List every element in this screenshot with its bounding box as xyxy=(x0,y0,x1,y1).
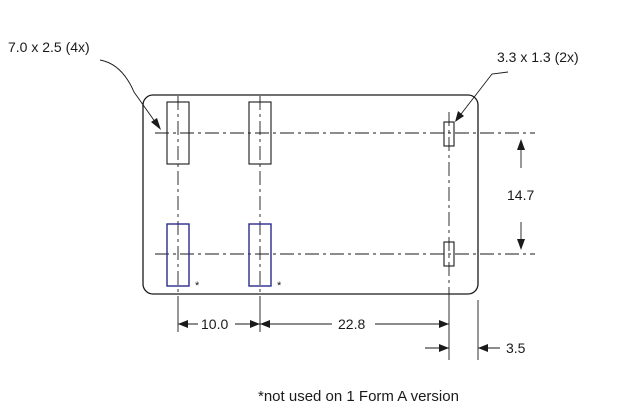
offset-arrow-right xyxy=(478,344,488,352)
small-pad-leader-arrow xyxy=(455,111,464,122)
large-pad-bottom-middle xyxy=(248,223,272,287)
asterisk-pad-left: * xyxy=(195,280,200,292)
large-pad-size-label: 7.0 x 2.5 (4x) xyxy=(8,39,90,55)
vertical-dim-arrow-bottom xyxy=(517,239,525,250)
small-pad-leader-line xyxy=(457,71,509,119)
vertical-dim-arrow-top xyxy=(517,139,525,150)
pitch-1-arrow-left xyxy=(178,320,188,328)
pitch-1-label: 10.0 xyxy=(201,316,228,332)
pitch-2-label: 22.8 xyxy=(338,316,365,332)
large-pad-leader-line xyxy=(99,59,159,127)
pitch-2-arrow-right xyxy=(439,320,449,328)
offset-label: 3.5 xyxy=(506,340,526,356)
large-pad-bottom-left xyxy=(166,223,190,287)
large-pad-top-middle xyxy=(248,101,272,165)
pitch-1-arrow-right xyxy=(250,320,260,328)
asterisk-pad-middle: * xyxy=(277,280,282,292)
board-outline xyxy=(142,94,479,295)
small-pad-size-label: 3.3 x 1.3 (2x) xyxy=(497,49,579,65)
vertical-spacing-label: 14.7 xyxy=(507,187,534,203)
pitch-2-arrow-left xyxy=(260,320,270,328)
small-pad-bottom xyxy=(443,241,455,267)
large-pad-top-left xyxy=(166,101,190,165)
large-pad-leader-arrow xyxy=(151,118,161,130)
offset-arrow-left xyxy=(439,344,449,352)
small-pad-top xyxy=(443,121,455,147)
footnote-text: *not used on 1 Form A version xyxy=(258,388,459,405)
